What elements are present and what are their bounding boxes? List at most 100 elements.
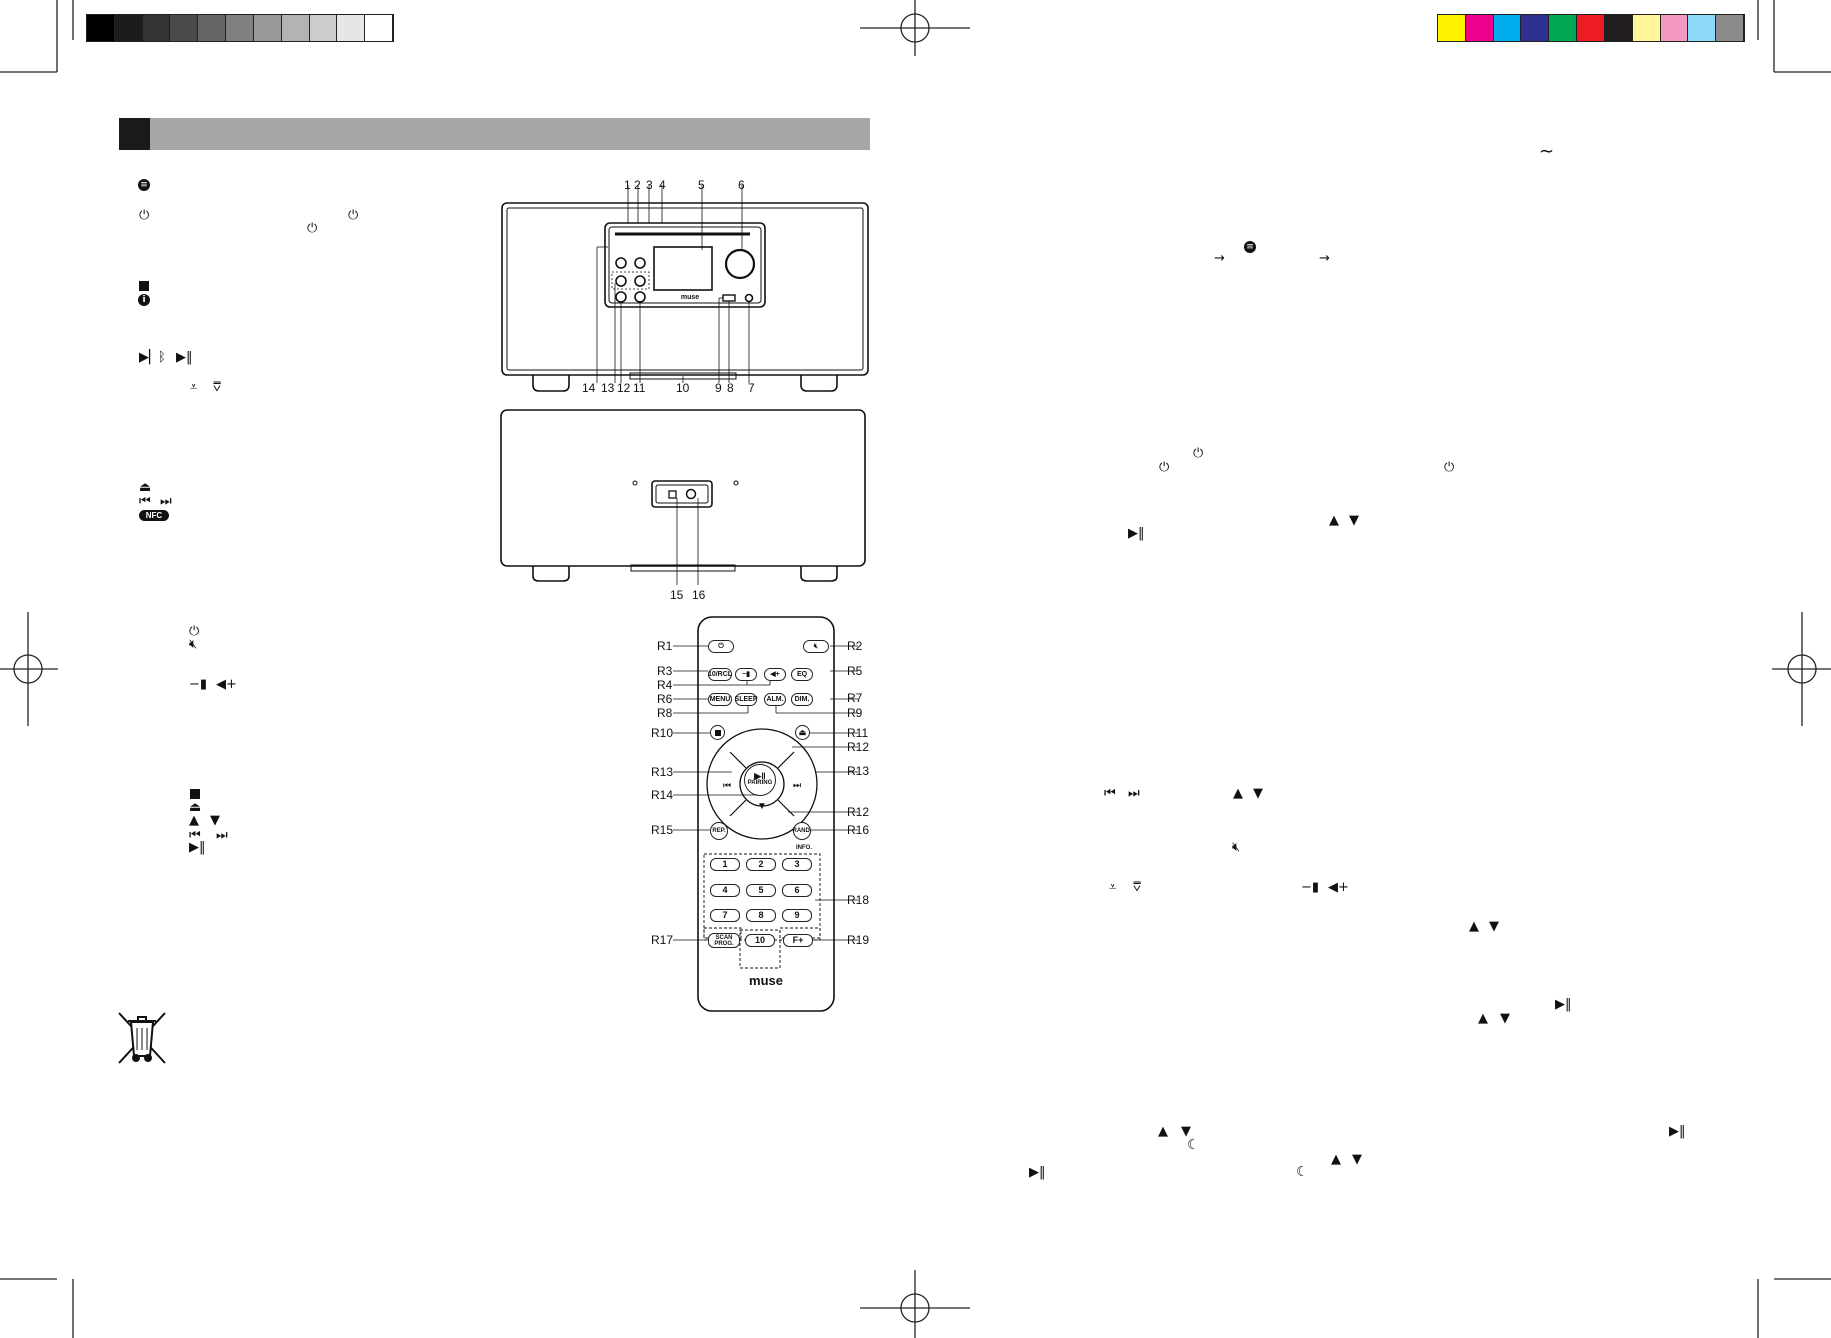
up-icon: ▲ — [1158, 1124, 1168, 1139]
power-icon: ⏻ — [348, 208, 359, 223]
remote-callout: R16 — [847, 823, 870, 837]
play-pause-icon: ▶‖ — [176, 350, 193, 365]
remote-callout: R11 — [847, 726, 869, 740]
power-icon: ⏻ — [1159, 460, 1170, 475]
prog-label: PROG. — [714, 940, 734, 947]
repeat-key: REP. — [710, 822, 728, 840]
down-key: ▼ — [757, 801, 767, 812]
remote-callout: R12 — [847, 740, 870, 754]
eject-icon: ⏏ — [139, 480, 152, 495]
remote-callout: R8 — [657, 706, 673, 720]
front-brand: muse — [681, 294, 699, 301]
up-icon: ▲ — [189, 813, 199, 828]
next-icon: ⏭ — [216, 828, 228, 843]
vol-up-key: ◀+ — [764, 668, 786, 681]
volume-up-tri-icon: ⩢ — [213, 380, 221, 395]
vol-down-key: −▮ — [735, 668, 757, 681]
calibration-swatch — [309, 15, 338, 41]
remote-callout: R4 — [657, 678, 673, 692]
mute-icon: 🔇︎ — [189, 637, 198, 652]
menu-icon: ≡ — [1244, 241, 1256, 253]
next-icon: ⏭ — [1128, 786, 1140, 801]
back-callout: 16 — [692, 588, 706, 602]
remote-callout: R1 — [657, 639, 673, 653]
eq-key: EQ — [791, 668, 813, 681]
front-callout: 5 — [698, 178, 705, 192]
nfc-icon: NFC — [139, 510, 169, 521]
down-icon: ▼ — [1352, 1152, 1362, 1167]
arrow-icon: → — [1319, 251, 1330, 266]
previous-icon: ⏮ — [189, 828, 201, 843]
section-header-tab — [119, 118, 150, 150]
power-icon: ⏻ — [1444, 460, 1455, 475]
calibration-swatch — [1465, 15, 1494, 41]
remote-callout: R13 — [847, 764, 870, 778]
front-callout: 7 — [748, 381, 755, 395]
moon-icon: ☾ — [1187, 1137, 1200, 1153]
remote-callout: R9 — [847, 706, 863, 720]
play-pairing-key: ▶‖PAIRING — [744, 764, 776, 796]
up-icon: ▲ — [1469, 919, 1479, 934]
front-callout: 9 — [715, 381, 722, 395]
num-key-8: 8 — [746, 909, 776, 922]
ac-tilde-icon: ∼ — [1539, 141, 1555, 162]
remote-brand: muse — [749, 973, 783, 988]
menu-key: MENU — [708, 693, 732, 706]
up-icon: ▲ — [1331, 1152, 1341, 1167]
num-key-3: 3 — [782, 858, 812, 871]
fplus-key: F+ — [783, 934, 813, 947]
calibration-swatch — [1688, 15, 1717, 41]
back-callout: 15 — [670, 588, 684, 602]
remote-callout: R13 — [651, 765, 674, 779]
mute-icon: 🔇︎ — [1232, 840, 1241, 855]
stop-icon — [190, 789, 200, 799]
num-key-5: 5 — [746, 884, 776, 897]
color-calibration-bar — [1437, 14, 1745, 42]
down-icon: ▼ — [1489, 919, 1499, 934]
up-icon: ▲ — [1478, 1011, 1488, 1026]
bluetooth-icon: ᛒ — [158, 350, 166, 365]
calibration-swatch — [1521, 15, 1550, 41]
calibration-swatch — [1438, 15, 1466, 41]
play-skip-icon: ▶▏ — [139, 350, 159, 365]
calibration-swatch — [1549, 15, 1578, 41]
alarm-key: ALM. — [764, 693, 786, 706]
remote-callout: R19 — [847, 933, 870, 947]
remote-callout: R15 — [651, 823, 674, 837]
calibration-swatch — [1577, 15, 1605, 41]
stop-key — [710, 725, 725, 740]
num-key-10: 10 — [745, 934, 775, 947]
remote-callout: R12 — [847, 805, 870, 819]
volume-up-icon: ◀+ — [1328, 880, 1349, 895]
down-icon: ▼ — [210, 813, 220, 828]
front-callout: 4 — [659, 178, 666, 192]
remote-callout: R5 — [847, 664, 863, 678]
remote-callout: R7 — [847, 691, 863, 705]
calibration-swatch — [1660, 15, 1689, 41]
stop-icon — [139, 281, 149, 291]
volume-down-tri-icon: ⩡ — [190, 380, 198, 395]
down-icon: ▼ — [1253, 786, 1263, 801]
volume-down-icon: −▮ — [189, 677, 208, 692]
volume-up-tri-icon: ⩢ — [1133, 880, 1141, 895]
front-callout: 3 — [646, 178, 653, 192]
grayscale-calibration-bar — [86, 14, 394, 42]
down-icon: ▼ — [1500, 1011, 1510, 1026]
next-key: ⏭ — [793, 780, 801, 790]
front-callout: 11 — [633, 381, 646, 395]
front-callout: 10 — [676, 381, 690, 395]
calibration-swatch — [198, 15, 227, 41]
calibration-swatch — [1604, 15, 1633, 41]
calibration-swatch — [114, 15, 143, 41]
remote-callout: R2 — [847, 639, 863, 653]
remote-callout: R6 — [657, 692, 673, 706]
section-header-bar — [119, 118, 870, 150]
power-key: ⏻ — [708, 640, 734, 653]
remote-callout: R10 — [651, 726, 674, 740]
remote-callout: R3 — [657, 664, 673, 678]
calibration-swatch — [281, 15, 310, 41]
front-callout: 13 — [601, 381, 615, 395]
num-key-6: 6 — [782, 884, 812, 897]
random-key: RAND. — [793, 822, 812, 840]
